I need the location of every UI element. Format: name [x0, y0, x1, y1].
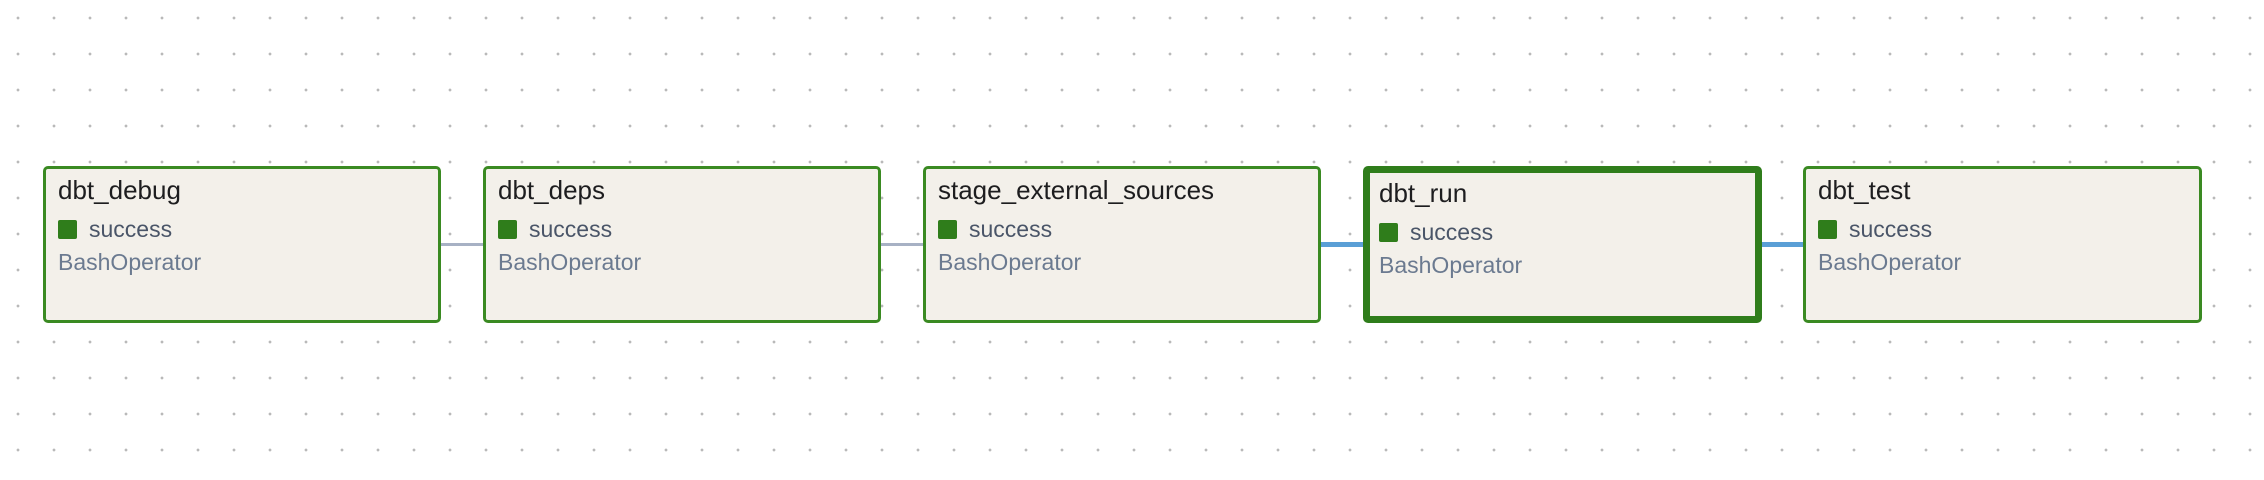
operator-label: BashOperator [938, 249, 1082, 275]
task-title: dbt_deps [498, 175, 605, 205]
operator-label: BashOperator [1379, 252, 1523, 278]
edge-dbt-run-to-dbt-test [1761, 242, 1804, 247]
status-label: success [1410, 219, 1494, 245]
status-square-icon [1818, 220, 1837, 239]
task-node-dbt-test[interactable]: dbt_test success BashOperator [1803, 166, 2202, 323]
edge-dbt-debug-to-dbt-deps [439, 243, 484, 246]
task-status: success [1379, 219, 1493, 246]
operator-label: BashOperator [498, 249, 642, 275]
status-label: success [969, 216, 1053, 242]
task-status: success [498, 216, 612, 243]
status-label: success [89, 216, 173, 242]
status-square-icon [1379, 223, 1398, 242]
operator-label: BashOperator [1818, 249, 1962, 275]
task-node-stage-external-sources[interactable]: stage_external_sources success BashOpera… [923, 166, 1321, 323]
status-square-icon [58, 220, 77, 239]
status-square-icon [498, 220, 517, 239]
task-status: success [938, 216, 1052, 243]
edge-dbt-deps-to-stage-external-sources [880, 243, 924, 246]
task-title: dbt_debug [58, 175, 181, 205]
task-status: success [1818, 216, 1932, 243]
status-square-icon [938, 220, 957, 239]
task-node-dbt-deps[interactable]: dbt_deps success BashOperator [483, 166, 881, 323]
task-title: dbt_run [1379, 178, 1468, 208]
task-node-dbt-debug[interactable]: dbt_debug success BashOperator [43, 166, 441, 323]
operator-label: BashOperator [58, 249, 202, 275]
task-title: dbt_test [1818, 175, 1911, 205]
task-title: stage_external_sources [938, 175, 1215, 205]
status-label: success [1849, 216, 1933, 242]
task-node-dbt-run[interactable]: dbt_run success BashOperator [1363, 166, 1762, 323]
task-status: success [58, 216, 172, 243]
edge-stage-external-sources-to-dbt-run [1320, 242, 1365, 247]
status-label: success [529, 216, 613, 242]
